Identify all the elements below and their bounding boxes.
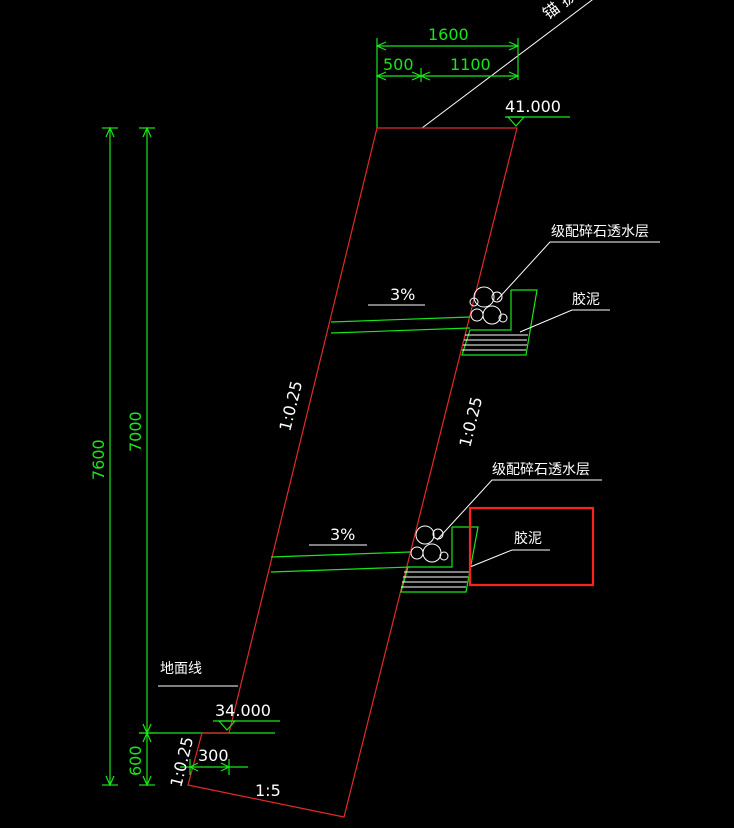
right-face-slope-label: 1:0.25 — [455, 395, 486, 449]
upper-clay-leader — [519, 309, 610, 333]
lower-gravel-leader — [436, 479, 602, 541]
lower-clay-leader — [469, 549, 550, 568]
ground-line-label: 地面线 — [160, 661, 202, 677]
left-face-slope-label: 1:0.25 — [275, 379, 306, 433]
top-elevation-marker — [506, 116, 526, 127]
upper-drain-pipe — [330, 304, 471, 334]
width-total-label: 1600 — [428, 25, 469, 44]
height-lower-label: 600 — [126, 745, 145, 776]
lower-drain-slope-label: 3% — [330, 525, 355, 544]
wall-outline — [187, 127, 518, 818]
upper-drain-slope-label: 3% — [390, 285, 415, 304]
toe-width-label: 300 — [198, 746, 229, 765]
height-dimensions — [102, 126, 275, 787]
lower-clay-label: 胶泥 — [514, 530, 542, 547]
height-upper-label: 7000 — [126, 411, 145, 452]
top-elevation-label: 41.000 — [505, 97, 561, 116]
bottom-elevation-label: 34.000 — [215, 701, 271, 720]
height-total-label: 7600 — [89, 439, 108, 480]
toe-slope-label: 1:0.25 — [166, 735, 197, 789]
upper-clay-layer — [461, 289, 538, 356]
lower-drain-pipe — [270, 544, 411, 573]
upper-gravel-leader — [496, 241, 660, 301]
lower-clay-layer — [400, 526, 479, 593]
width-left-label: 500 — [383, 55, 414, 74]
highlight-box — [468, 506, 595, 587]
upper-gravel-label: 级配碎石透水层 — [551, 224, 649, 240]
bottom-elevation-marker — [217, 720, 237, 731]
lower-gravel-layer — [410, 525, 449, 563]
width-right-label: 1100 — [450, 55, 491, 74]
upper-clay-label: 胶泥 — [572, 291, 600, 308]
top-width-dimensions — [375, 38, 520, 128]
upper-ground-line — [421, 0, 593, 129]
upper-gravel-layer — [469, 286, 508, 325]
lower-gravel-label: 级配碎石透水层 — [492, 462, 590, 478]
base-slope-label: 1:5 — [255, 781, 281, 800]
toe-width-dimension — [180, 759, 248, 775]
